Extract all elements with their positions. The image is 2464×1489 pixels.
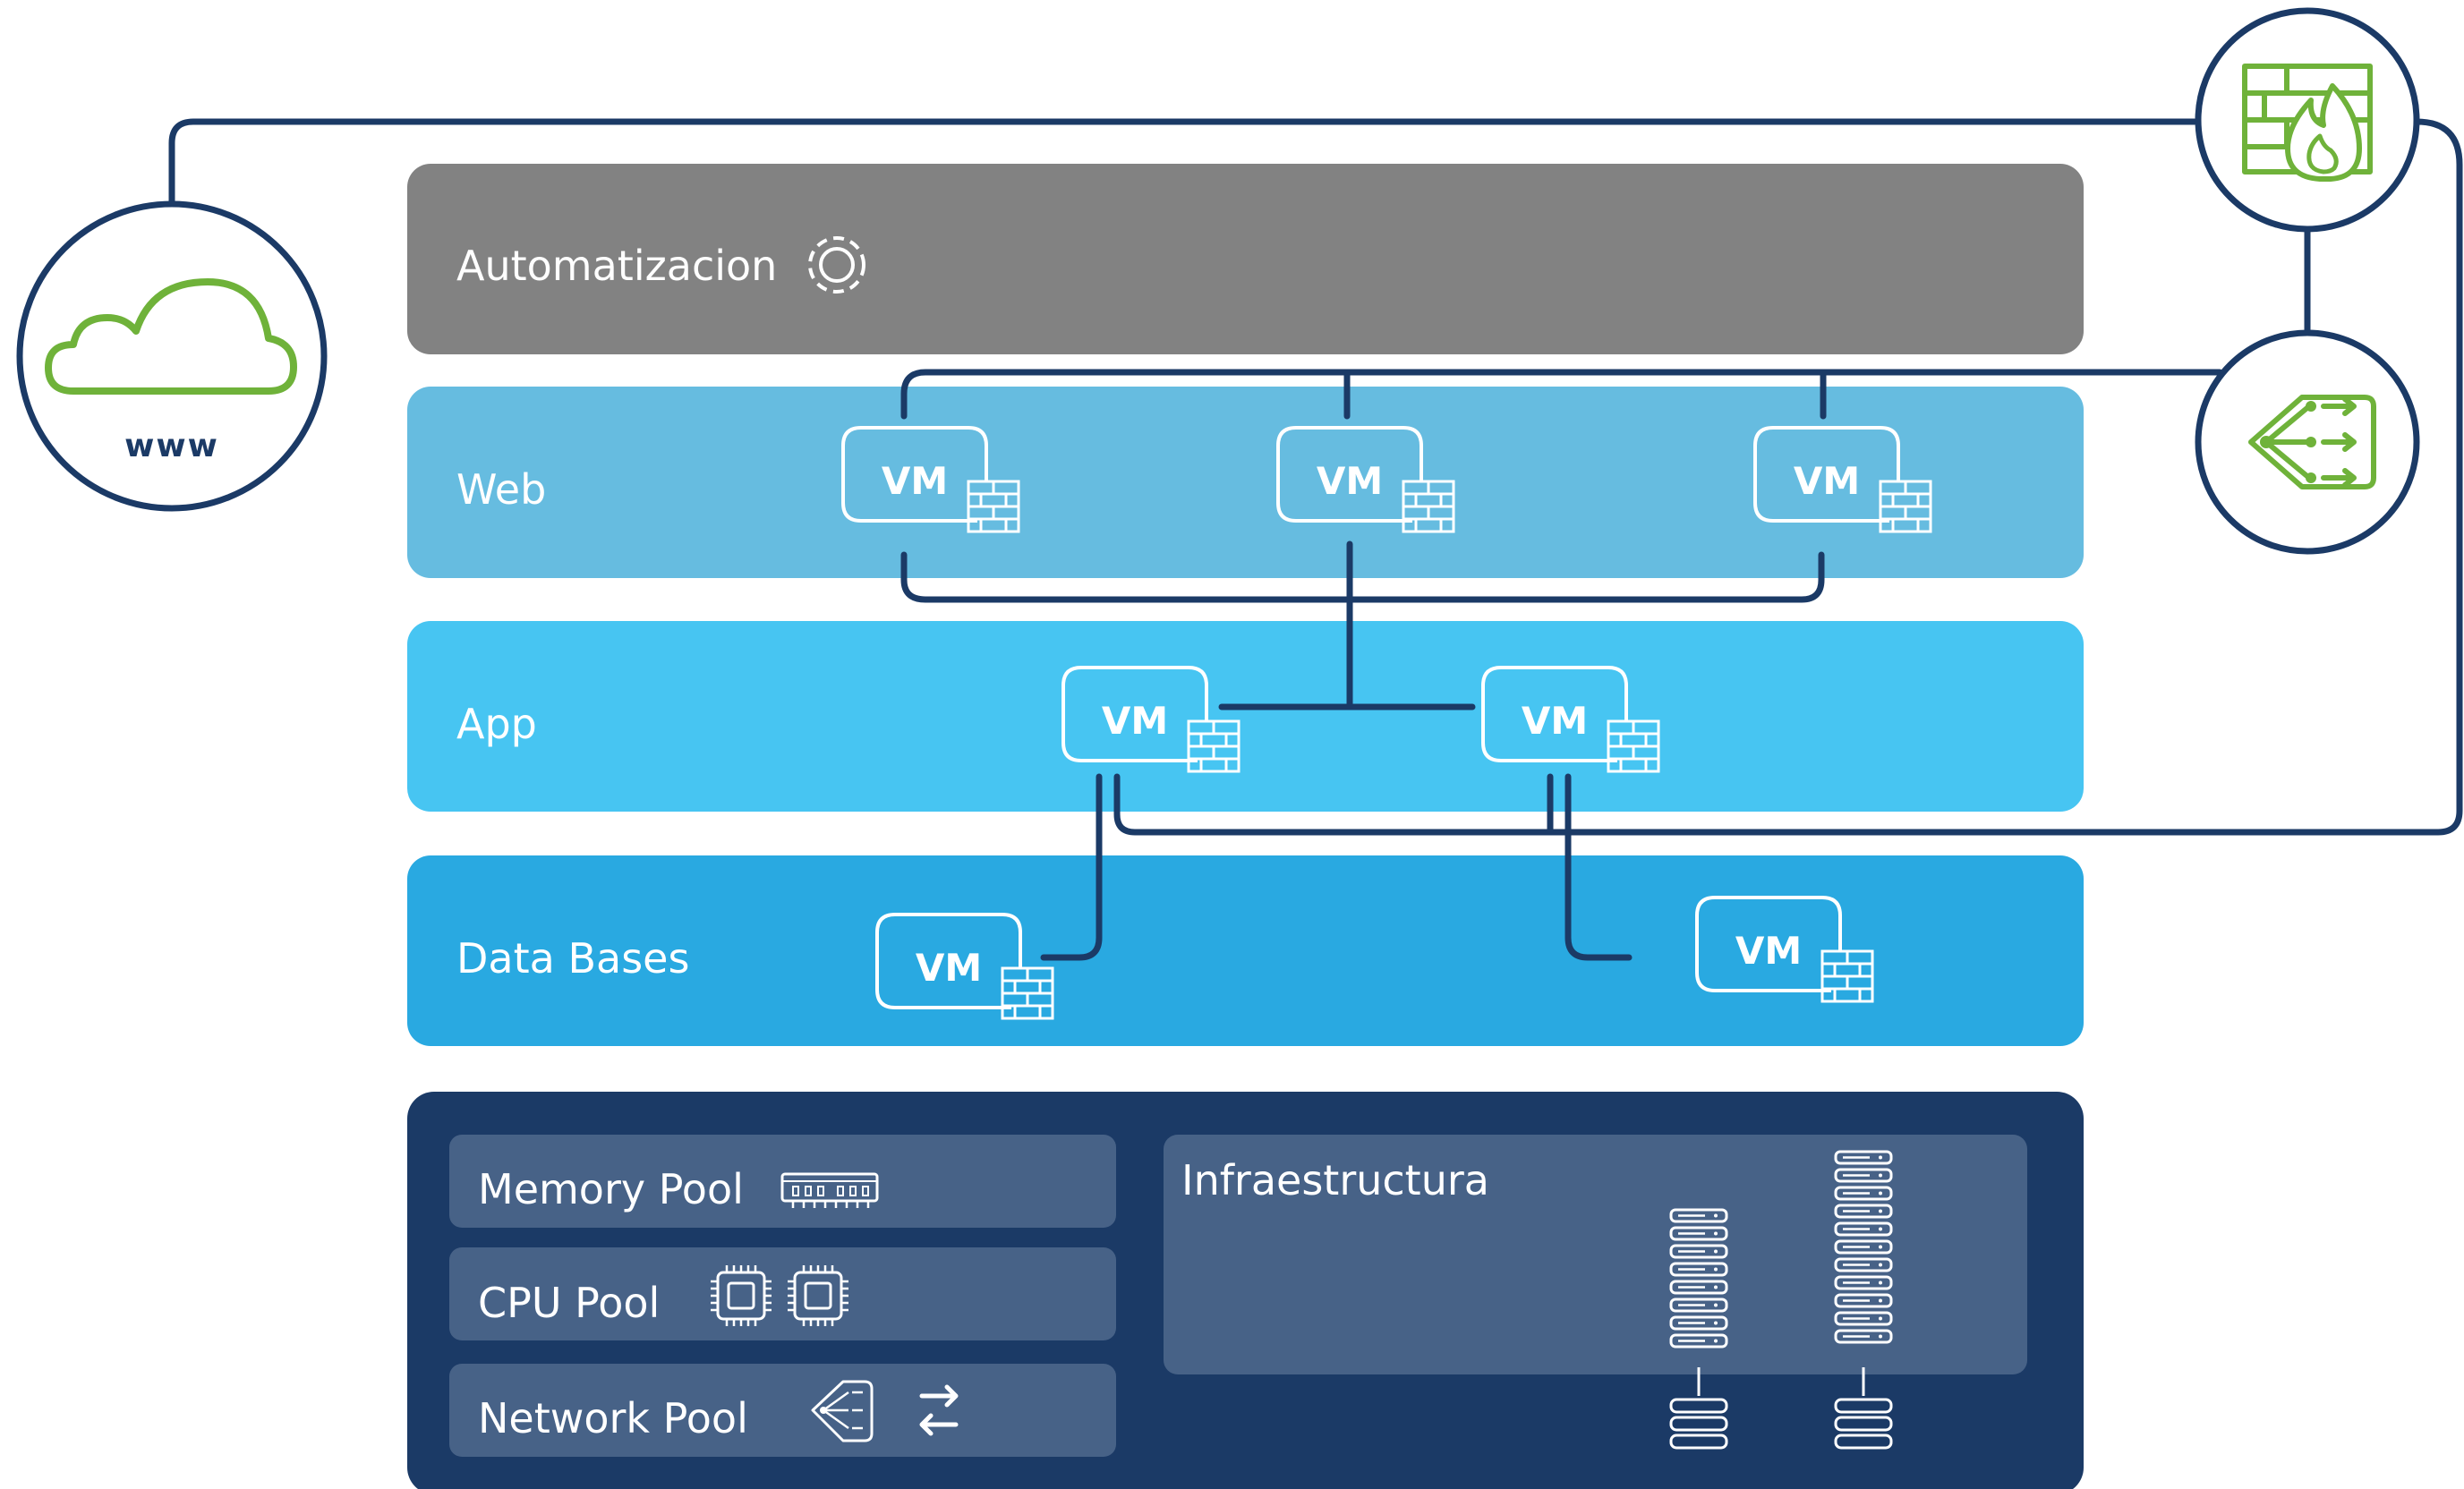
memory-pool-label: Memory Pool — [478, 1165, 744, 1213]
network-connectors — [168, 118, 2463, 961]
internet-node: www — [16, 200, 328, 512]
app-layer — [407, 621, 2084, 812]
infrastructure-title: Infraestructura — [1181, 1156, 1489, 1204]
firewall-icon — [2242, 64, 2373, 182]
cpu-pool-label: CPU Pool — [478, 1279, 660, 1327]
web-layer — [407, 387, 2084, 578]
app-label: App — [456, 700, 537, 748]
gear-icon — [808, 236, 865, 294]
cloud-icon — [45, 278, 297, 395]
firewall-node — [2195, 7, 2420, 233]
load-balancer-node — [2195, 329, 2420, 555]
web-label: Web — [456, 465, 546, 514]
app-vm-1: VM — [1063, 668, 1239, 771]
svg-text:VM: VM — [882, 459, 948, 503]
svg-text:VM: VM — [1317, 459, 1383, 503]
databases-layer — [407, 855, 2084, 1046]
web-vm-3: VM — [1755, 428, 1931, 532]
automation-label: Automatizacion — [456, 242, 777, 290]
network-pool-label: Network Pool — [478, 1394, 748, 1442]
web-vm-1: VM — [843, 428, 1019, 532]
svg-text:VM: VM — [916, 946, 982, 990]
app-vm-2: VM — [1483, 668, 1658, 771]
transfer-arrows-icon — [919, 1384, 959, 1436]
svg-text:VM: VM — [1102, 699, 1168, 743]
automation-layer — [407, 164, 2084, 354]
svg-text:VM: VM — [1522, 699, 1588, 743]
db-vm-1: VM — [877, 915, 1053, 1018]
databases-label: Data Bases — [456, 934, 689, 983]
db-vm-2: VM — [1697, 898, 1872, 1001]
load-balancer-icon — [2248, 395, 2376, 489]
memory-icon — [780, 1172, 879, 1208]
svg-text:VM: VM — [1735, 929, 1802, 973]
web-vm-2: VM — [1278, 428, 1454, 532]
infrastructure-box — [1164, 1135, 2027, 1374]
cpu-pool-box — [449, 1247, 1116, 1340]
network-switch-icon — [811, 1380, 874, 1442]
svg-text:VM: VM — [1794, 459, 1860, 503]
internet-label: www — [124, 428, 219, 464]
